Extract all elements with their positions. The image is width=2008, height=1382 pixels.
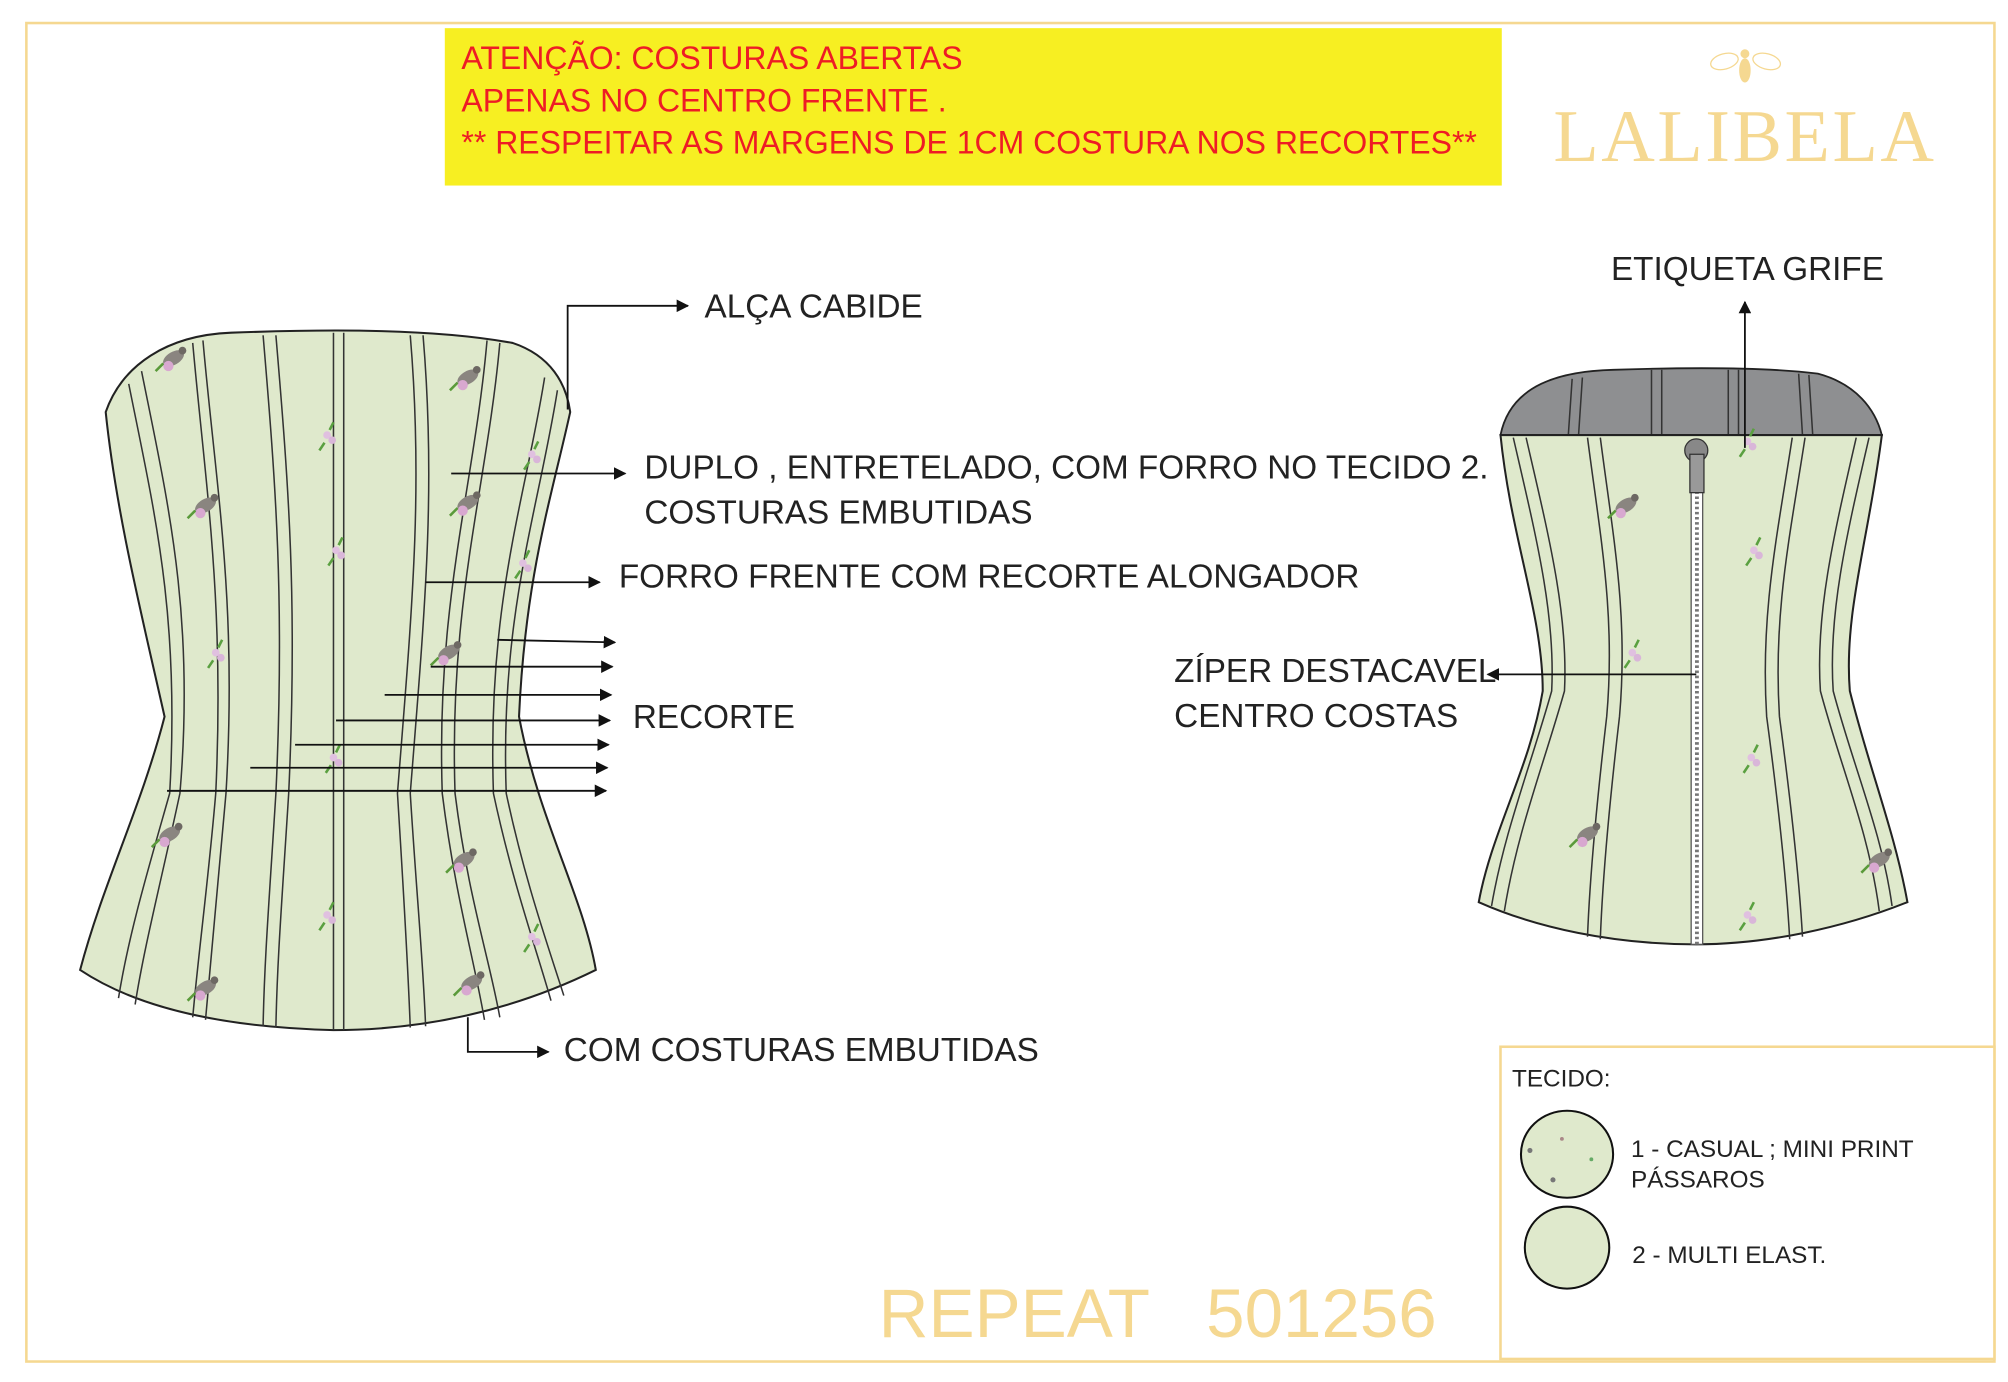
reference-label: REPEAT bbox=[879, 1274, 1150, 1352]
warning-line-1: ATENÇÃO: COSTURAS ABERTAS bbox=[461, 40, 962, 76]
fabric-swatch-2 bbox=[1523, 1205, 1611, 1290]
front-bodice-drawing bbox=[78, 329, 597, 1032]
fabric-swatch-1 bbox=[1519, 1109, 1615, 1199]
front-callout-arrows bbox=[167, 299, 690, 1059]
fabric-legend: TECIDO: 1 - CASUAL ; MINI PRINT PÁSSAROS… bbox=[1499, 1045, 1996, 1361]
bee-icon bbox=[1710, 49, 1782, 83]
legend-item-1-line-1: 1 - CASUAL ; MINI PRINT bbox=[1631, 1136, 1914, 1163]
legend-item-2-line-1: 2 - MULTI ELAST. bbox=[1632, 1242, 1826, 1269]
label-ziper-line-2: CENTRO COSTAS bbox=[1174, 698, 1458, 735]
label-duplo-line-1: DUPLO , ENTRETELADO, COM FORRO NO TECIDO… bbox=[644, 450, 1488, 487]
legend-title: TECIDO: bbox=[1512, 1065, 1611, 1092]
label-duplo-line-2: COSTURAS EMBUTIDAS bbox=[644, 494, 1032, 531]
label-costuras-embutidas: COM COSTURAS EMBUTIDAS bbox=[564, 1032, 1039, 1069]
label-ziper-line-1: ZÍPER DESTACAVEL bbox=[1174, 653, 1496, 690]
brand-name: LALIBELA bbox=[1553, 96, 1936, 178]
label-forro-frente: FORRO FRENTE COM RECORTE ALONGADOR bbox=[619, 558, 1360, 595]
label-etiqueta-grife: ETIQUETA GRIFE bbox=[1611, 251, 1884, 288]
legend-item-1-line-2: PÁSSAROS bbox=[1631, 1166, 1765, 1193]
brand-logo: LALIBELA bbox=[1553, 49, 1936, 178]
warning-line-2: APENAS NO CENTRO FRENTE . bbox=[461, 82, 946, 118]
warning-line-3: ** RESPEITAR AS MARGENS DE 1CM COSTURA N… bbox=[461, 125, 1476, 161]
label-recorte: RECORTE bbox=[633, 699, 795, 736]
warning-box: ATENÇÃO: COSTURAS ABERTAS APENAS NO CENT… bbox=[444, 28, 1502, 186]
label-alca-cabide: ALÇA CABIDE bbox=[705, 288, 923, 325]
back-bodice-drawing bbox=[1477, 367, 1909, 946]
zipper bbox=[1684, 438, 1709, 946]
reference-code: 501256 bbox=[1206, 1274, 1437, 1352]
page-border bbox=[25, 21, 1996, 1363]
